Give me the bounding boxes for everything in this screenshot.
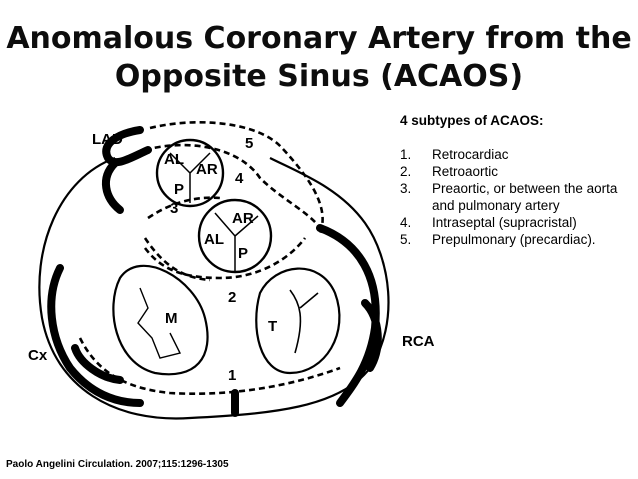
list-item-number: 1. [400,147,412,162]
pulm-ar-label: AR [196,161,218,178]
list-item-number: 5. [400,232,412,247]
course-3-label: 3 [170,200,178,217]
lad-label: LAD [92,131,123,148]
anomalous-course-paths [78,120,341,396]
pulm-al-label: AL [164,151,184,168]
list-item: 3. Preaortic, or between the aorta and pu… [400,180,636,214]
lad-artery [102,126,152,167]
rca-branch [361,299,382,372]
list-item-number: 4. [400,215,412,230]
subtypes-panel: 4 subtypes of ACAOS: 1. Retrocardiac 2. Re… [400,112,636,248]
course-4-label: 4 [235,170,244,187]
rca-label: RCA [402,333,435,350]
mitral-annulus [112,264,209,376]
list-item: 5. Prepulmonary (precardiac). [400,231,636,248]
tricuspid-leaflet [289,289,319,354]
list-item-text: Retrocardiac [432,147,509,162]
course-5-label: 5 [245,135,253,152]
mitral-leaflet [137,287,182,359]
list-item: 1. Retrocardiac [400,146,636,163]
citation: Paolo Angelini Circulation. 2007;115:129… [6,459,229,470]
list-item-text: Intraseptal (supracristal) [432,215,577,230]
course-5 [149,120,324,234]
aorta-al-label: AL [204,231,224,248]
list-item-text: Preaortic, or between the aorta and pulm… [432,181,618,213]
course-1 [78,337,341,396]
subtypes-heading: 4 subtypes of ACAOS: [400,113,544,128]
mitral-label: M [165,310,178,327]
list-item: 2. Retroaortic [400,163,636,180]
course-4 [144,143,322,229]
acaos-diagram: AL AR P AR AL P M T LAD Cx RCA 5 4 3 2 1 [28,120,435,420]
lad-branch [102,159,124,214]
cx-label: Cx [28,347,48,364]
aorta-p-label: P [238,245,248,262]
cx-branch [71,344,124,384]
slide-title: Anomalous Coronary Artery from the Oppos… [0,20,638,96]
pulm-p-label: P [174,181,184,198]
list-item-text: Retroaortic [432,164,499,179]
list-item-number: 3. [400,181,412,196]
course-1-label: 1 [228,367,236,384]
tricuspid-annulus [255,267,341,375]
title-line-2: Opposite Sinus (ACAOS) [114,59,524,94]
title-line-1: Anomalous Coronary Artery from the [6,21,632,56]
list-item-number: 2. [400,164,412,179]
subtypes-list: 1. Retrocardiac 2. Retroaortic 3. Preaortic… [400,146,636,248]
heart-outline [38,156,390,420]
list-item-text: Prepulmonary (precardiac). [432,232,596,247]
coronary-arteries [47,126,382,417]
aortic-valve: AR AL P [197,198,273,274]
cx-artery [47,264,144,407]
tricuspid-label: T [268,318,277,335]
pulmonary-valve: AL AR P [155,138,225,208]
course-3b [143,237,211,282]
course-2 [143,237,307,280]
aorta-ar-label: AR [232,210,254,227]
course-2-label: 2 [228,289,236,306]
list-item: 4. Intraseptal (supracristal) [400,214,636,231]
rca-artery [316,224,380,407]
